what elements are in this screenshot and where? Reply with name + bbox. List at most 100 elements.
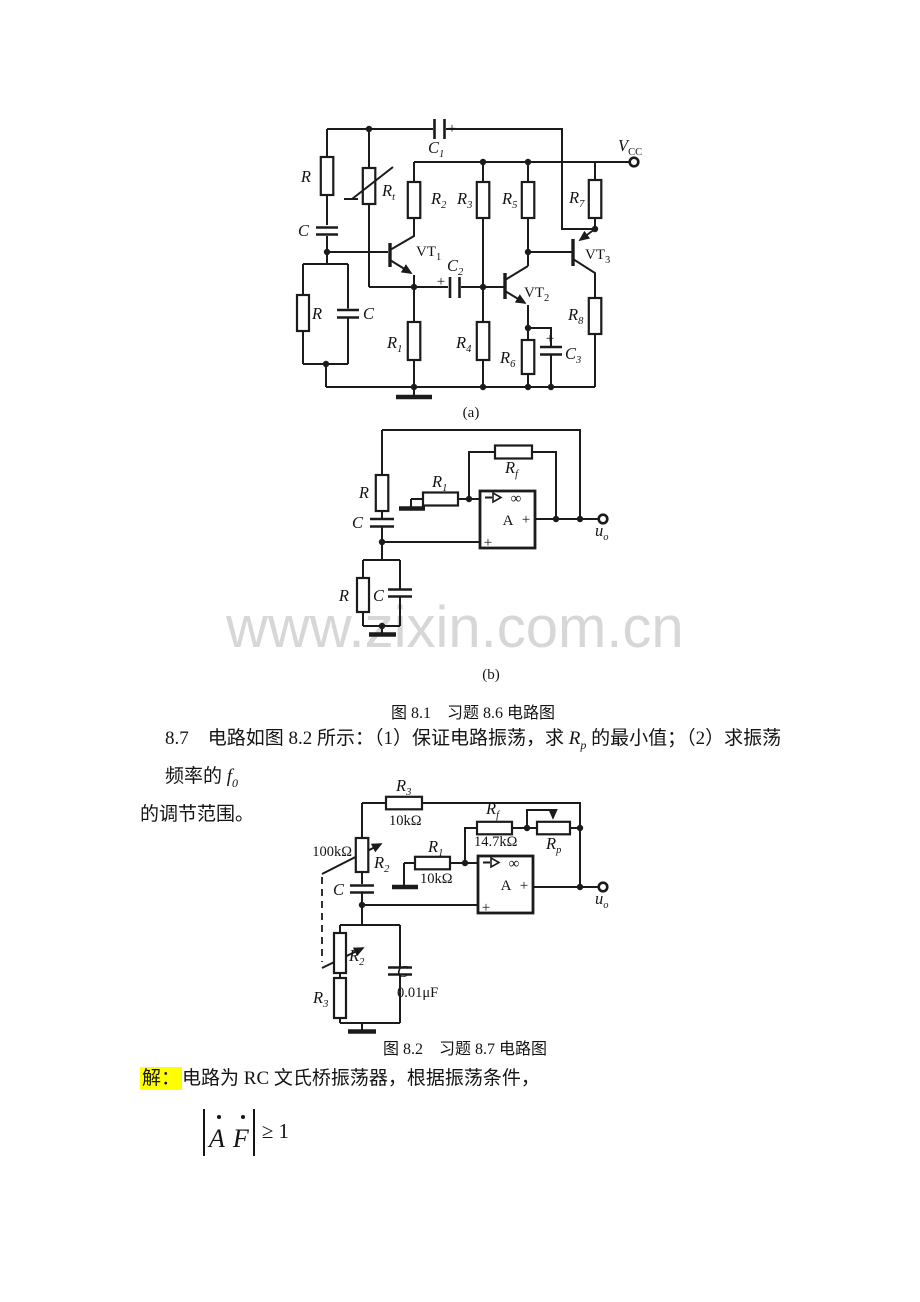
resistor-R2 <box>406 180 422 220</box>
label-Rf: Rf <box>485 799 501 821</box>
vcc-terminal <box>628 156 640 168</box>
problem-text: 的最小值；（2）求振荡频率的 <box>165 728 782 787</box>
label-R2: R2 <box>430 189 447 211</box>
label-R3: R3 <box>456 189 472 211</box>
resistor-R5 <box>520 180 536 220</box>
problem-text: 电路如图 8.2 所示：（1）保证电路振荡，求 <box>207 728 569 749</box>
resistor-R-series <box>374 473 390 513</box>
label-uo: uo <box>595 889 609 911</box>
resistor-Rf <box>475 820 514 836</box>
resistor-Rf <box>493 444 534 460</box>
symbol-Rp: Rp <box>568 728 587 752</box>
thermistor-stroke <box>344 166 394 200</box>
opamp-gain-label: A <box>503 513 514 529</box>
wire <box>528 327 552 387</box>
capacitor-C-top <box>316 226 338 236</box>
resistor-R2-lower <box>332 931 348 975</box>
label-C-series: C <box>352 513 364 532</box>
label-R-parallel: R <box>311 304 322 323</box>
resistor-R1 <box>421 491 460 507</box>
solution-paragraph: 解：电路为 RC 文氏桥振荡器，根据振荡条件， <box>140 1063 800 1094</box>
resistor-R1 <box>406 320 422 362</box>
label-R7: R7 <box>568 188 585 210</box>
figure-8-1-caption: 图 8.1 习题 8.6 电路图 <box>390 705 555 722</box>
wiper-wire <box>526 809 553 828</box>
label-R-top: R <box>300 167 311 186</box>
label-C3: C3 <box>565 344 581 366</box>
label-Vcc: VCC <box>618 136 642 158</box>
opamp-plus-input: + <box>484 535 492 551</box>
resistor-R3-top <box>384 795 424 811</box>
value-R3-top: 10kΩ <box>389 813 422 829</box>
resistor-R1 <box>413 855 452 871</box>
label-uo: uo <box>595 521 609 543</box>
label-R2-lower: R2 <box>348 946 365 968</box>
resistor-R6 <box>520 338 536 376</box>
oscillation-condition-formula: A F ≥ 1 <box>203 1106 289 1156</box>
problem-line-2: 的调节范围。 <box>140 803 255 825</box>
capacitor-C1 <box>433 119 446 139</box>
label-VT3: VT3 <box>585 247 610 266</box>
label-R4: R4 <box>455 333 472 355</box>
label-Rf: Rf <box>504 458 520 480</box>
circuit-8-1a: R C Rt C1 + R2 R3 R5 R7 VCC VT1 C2 + VT2… <box>295 119 642 421</box>
opamp-input-triangle <box>490 856 501 869</box>
resistor-R3 <box>475 180 491 220</box>
junction-dots <box>358 824 584 909</box>
label-R3-top: R3 <box>395 776 411 798</box>
resistor-R-parallel <box>355 576 371 614</box>
capacitor-C-parallel <box>337 308 359 319</box>
capacitor-C-series <box>370 517 394 528</box>
solution-text: 电路为 RC 文氏桥振荡器，根据振荡条件， <box>182 1068 540 1089</box>
opamp-infinity: ∞ <box>509 856 520 872</box>
problem-line-1: 8.7 电路如图 8.2 所示：（1）保证电路振荡，求 Rp 的最小值；（2）求… <box>140 723 800 799</box>
capacitor-C2 <box>448 277 461 298</box>
label-R6: R6 <box>499 348 516 370</box>
junction-dots <box>378 495 584 630</box>
capacitor-C3 <box>540 345 562 356</box>
label-R1: R1 <box>427 837 443 859</box>
circuit-8-1b: ∞ A + + R C R1 Rf uo R C (b) <box>338 429 609 683</box>
resistor-R2-upper <box>354 836 370 874</box>
output-terminal <box>597 513 609 525</box>
resistor-R4 <box>475 320 491 362</box>
potentiometer-Rp <box>535 820 572 836</box>
opamp-body <box>478 489 537 550</box>
derivative-dot-icon <box>240 1115 245 1119</box>
label-C1-plus: + <box>448 121 456 137</box>
value-R2-upper: 100kΩ <box>312 844 352 860</box>
formula-relation: ≥ 1 <box>261 1118 290 1143</box>
resistor-R-parallel <box>295 293 311 333</box>
wire <box>382 429 581 519</box>
label-C3-plus: + <box>546 331 554 347</box>
wire <box>362 802 581 887</box>
opamp-body <box>476 854 535 915</box>
label-C-series: C <box>333 880 345 899</box>
resistor-R7 <box>587 178 603 220</box>
opamp-plus-output: + <box>522 512 530 528</box>
wire <box>468 451 557 519</box>
label-R2-upper: R2 <box>373 853 390 875</box>
opamp-input-triangle <box>492 491 503 504</box>
label-C-parallel: C <box>373 586 385 605</box>
resistor-R3-lower <box>332 976 348 1020</box>
label-C-top: C <box>298 221 310 240</box>
resistor-R-top <box>319 155 335 197</box>
vt1-emitter-arrow <box>389 259 413 274</box>
wire <box>327 128 595 230</box>
symbol-f0: f0 <box>226 765 239 790</box>
value-Rf: 14.7kΩ <box>474 834 518 850</box>
problem-number: 8.7 <box>165 728 189 749</box>
value-C-parallel: 0.01μF <box>397 985 438 1001</box>
opamp-infinity: ∞ <box>511 491 522 507</box>
opamp-gain-label: A <box>501 878 512 894</box>
subfigure-a-tag: (a) <box>463 405 480 421</box>
capacitor-C-parallel <box>388 966 412 976</box>
derivative-dot-icon <box>216 1115 221 1119</box>
opamp-plus-output: + <box>520 878 528 894</box>
label-VT1: VT1 <box>416 244 441 263</box>
label-R-parallel: R <box>338 586 349 605</box>
label-R1: R1 <box>386 333 402 355</box>
